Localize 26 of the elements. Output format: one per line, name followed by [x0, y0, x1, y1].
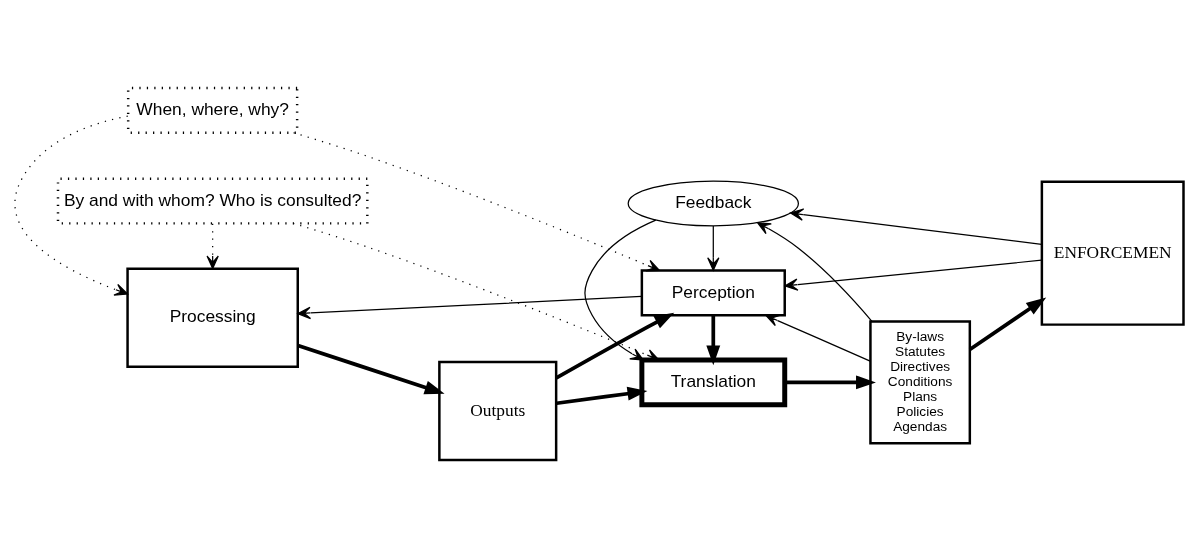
node-box: ENFORCEMEN — [1040, 180, 1185, 326]
arrow — [789, 207, 1043, 245]
node-box: Processing — [126, 267, 299, 368]
arrow — [14, 114, 129, 296]
arrow — [292, 131, 661, 271]
node-box: Perception — [640, 268, 786, 317]
node-box: Translation — [639, 357, 788, 407]
node-box: By and with whom? Who is consulted? — [56, 176, 369, 225]
arrow — [556, 386, 648, 405]
arrow — [784, 374, 876, 389]
arrow — [206, 222, 219, 269]
arrow — [555, 312, 675, 380]
arrow — [968, 297, 1047, 351]
arrow — [765, 314, 871, 362]
arrow — [297, 295, 643, 319]
arrow — [706, 314, 721, 365]
arrow — [292, 222, 660, 361]
node-box: Outputs — [438, 360, 558, 461]
node-ellipse: Feedback — [627, 180, 799, 226]
node-box: By-laws Statutes Directives Conditions Plans Policies Agendas — [869, 319, 972, 444]
arrow — [584, 219, 657, 361]
arrow — [757, 221, 873, 322]
arrow — [707, 224, 720, 271]
arrow — [297, 343, 445, 394]
arrow — [784, 259, 1043, 291]
node-box: When, where, why? — [126, 86, 299, 134]
